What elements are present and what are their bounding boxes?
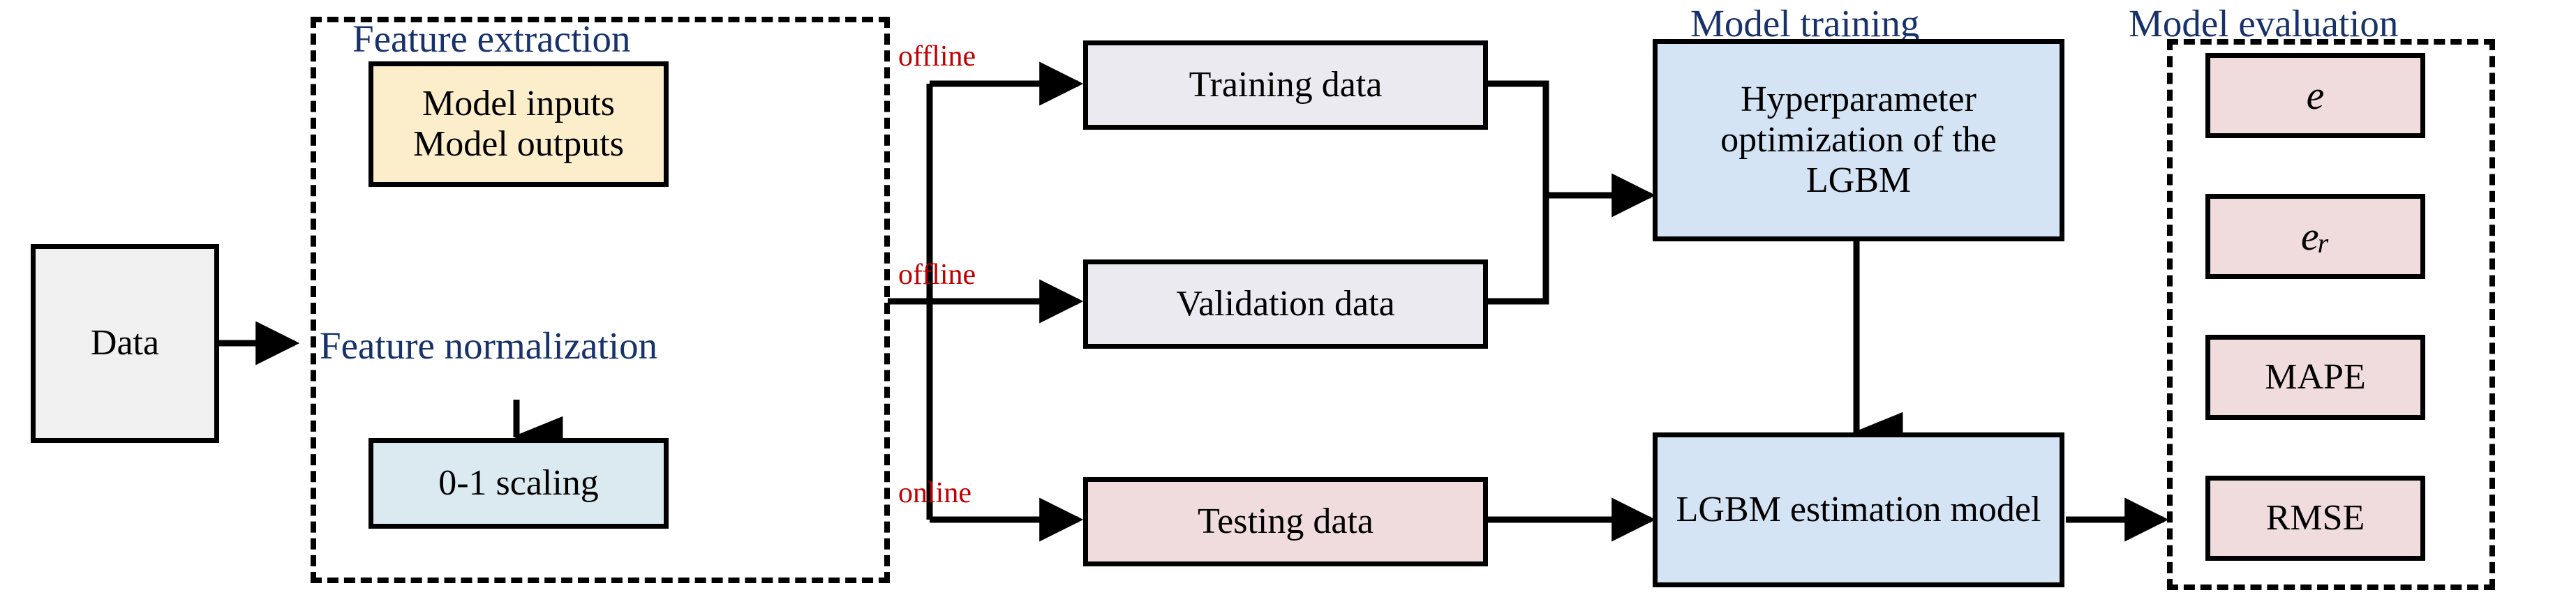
feature-panel-dashed-border: [311, 17, 890, 583]
metric-e[interactable]: e: [2205, 53, 2425, 138]
node-hyperparameter-optimization[interactable]: Hyperparameter optimization of the LGBM: [1653, 39, 2064, 241]
metric-e-label: e: [2306, 72, 2325, 118]
node-data[interactable]: Data: [31, 244, 219, 443]
edge-tag-offline-validation: offline: [898, 259, 976, 291]
node-testing-data[interactable]: Testing data: [1083, 477, 1488, 566]
edge-validation-to-merge: [1487, 195, 1549, 305]
group-title-model-training: Model training: [1690, 2, 1920, 45]
edge-tag-offline-training: offline: [898, 40, 976, 73]
node-lgbm-estimation-model[interactable]: LGBM estimation model: [1653, 432, 2064, 587]
group-title-model-evaluation: Model evaluation: [2129, 2, 2399, 45]
node-training-data[interactable]: Training data: [1083, 40, 1488, 130]
node-model-inputs-label: Model inputs: [422, 83, 615, 123]
node-validation-data[interactable]: Validation data: [1083, 259, 1488, 349]
group-title-feature-normalization: Feature normalization: [320, 324, 658, 367]
metric-e-r-subscript: r: [2317, 227, 2329, 259]
node-model-inputs-outputs[interactable]: Model inputs Model outputs: [368, 61, 669, 187]
metric-mape-label: MAPE: [2265, 356, 2366, 397]
edge-training-to-merge: [1487, 80, 1549, 195]
node-data-label: Data: [90, 323, 160, 363]
node-model-outputs-label: Model outputs: [413, 124, 624, 164]
evaluation-panel-dashed-border: [2167, 39, 2495, 590]
node-lgbm-model-label: LGBM estimation model: [1676, 489, 2041, 529]
group-title-feature-extraction: Feature extraction: [352, 17, 631, 60]
metric-rmse-label: RMSE: [2265, 497, 2365, 538]
node-scaling-label: 0-1 scaling: [438, 462, 599, 503]
edge-tag-online-testing: online: [898, 477, 971, 509]
node-training-data-label: Training data: [1189, 64, 1383, 105]
metric-mape[interactable]: MAPE: [2205, 335, 2425, 420]
node-validation-data-label: Validation data: [1176, 283, 1395, 324]
metric-rmse[interactable]: RMSE: [2205, 476, 2425, 561]
node-scaling[interactable]: 0-1 scaling: [368, 438, 669, 529]
node-hyperparameter-label: Hyperparameter optimization of the LGBM: [1720, 79, 1997, 201]
node-testing-data-label: Testing data: [1198, 501, 1373, 541]
metric-e-r-label: e: [2300, 213, 2319, 259]
